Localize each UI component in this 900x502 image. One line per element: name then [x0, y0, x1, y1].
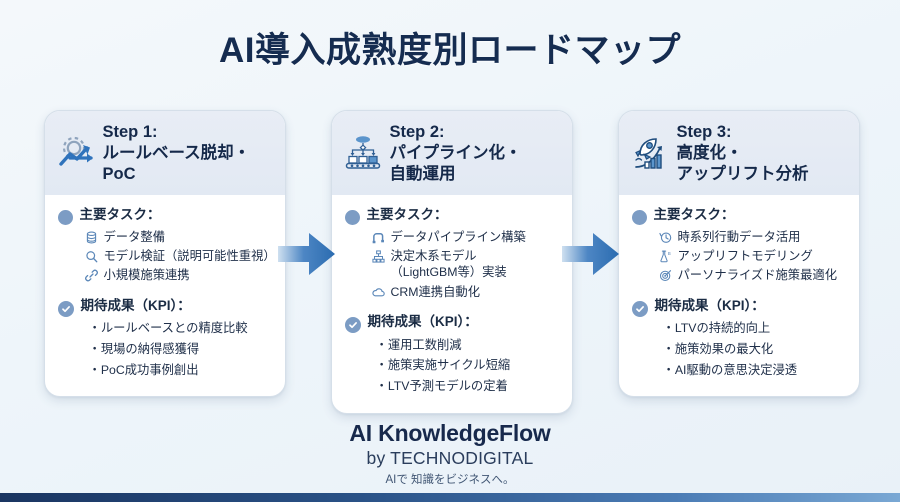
circle-bullet-icon	[57, 209, 73, 225]
ab-test-flask-icon: B	[658, 249, 673, 264]
step-card-3: Step 3: 高度化・ アップリフト分析 主要タスク： 時系列行動データ活用	[617, 110, 860, 398]
flow-arrow-2-icon	[562, 231, 620, 277]
step-number: Step 2:	[389, 123, 445, 141]
database-icon	[84, 230, 99, 245]
task-label: 時系列行動データ活用	[677, 229, 801, 244]
footer: AI KnowledgeFlow by TECHNODIGITAL AIで 知識…	[0, 420, 900, 489]
kpi-section: 期待成果（KPI）： ルールベースとの精度比較 現場の納得感獲得 PoC成功事例…	[57, 298, 274, 380]
clock-history-icon	[658, 230, 673, 245]
task-label: 小規模施策連携	[103, 268, 190, 283]
tasks-heading: 主要タスク：	[366, 206, 448, 222]
kpi-item: LTV予測モデルの定着	[376, 376, 561, 397]
step-card-2-header: Step 2: パイプライン化・ 自動運用	[331, 111, 572, 195]
check-circle-icon	[631, 301, 648, 318]
step-subtitle-line2: 自動運用	[389, 164, 456, 183]
check-circle-icon	[344, 317, 361, 334]
task-label: データパイプライン構築	[390, 229, 526, 244]
step-card-3-header: Step 3: 高度化・ アップリフト分析	[618, 111, 859, 195]
task-item: データパイプライン構築	[367, 227, 561, 246]
task-list: データ整備 モデル検証（説明可能性重視） 小規模施策	[80, 227, 276, 285]
kpi-list: ルールベースとの精度比較 現場の納得感獲得 PoC成功事例創出	[81, 318, 274, 380]
task-item: 時系列行動データ活用	[654, 227, 848, 246]
step-card-2-title: Step 2: パイプライン化・ 自動運用	[390, 122, 522, 185]
svg-text:B: B	[667, 251, 670, 256]
pipeline-conveyor-icon	[343, 132, 383, 174]
task-label: 決定木系モデル （LightGBM等）実装	[390, 248, 507, 280]
target-icon	[658, 268, 673, 283]
kpi-heading: 期待成果（KPI）：	[80, 298, 191, 314]
kpi-item: 施策実施サイクル短縮	[376, 355, 561, 376]
kpi-item: LTVの持続的向上	[663, 318, 848, 339]
step-card-1-header: Step 1: ルールベース脱却・ PoC	[44, 111, 285, 195]
tasks-section: 主要タスク： 時系列行動データ活用 B アップリフトモデリ	[631, 206, 848, 285]
roadmap-cards: Step 1: ルールベース脱却・ PoC 主要タスク： データ整備	[0, 110, 900, 414]
step-card-2-body: 主要タスク： データパイプライン構築	[332, 195, 572, 413]
cloud-icon	[371, 285, 386, 300]
kpi-heading: 期待成果（KPI）：	[367, 314, 478, 330]
kpi-item: 施策効果の最大化	[663, 339, 848, 360]
rocket-growth-icon	[630, 132, 670, 174]
kpi-list: LTVの持続的向上 施策効果の最大化 AI駆動の意思決定浸透	[655, 318, 848, 380]
step-card-3-title: Step 3: 高度化・ アップリフト分析	[677, 122, 809, 185]
circle-bullet-icon	[631, 209, 647, 225]
step-subtitle-line2: PoC	[102, 164, 136, 183]
step-card-3-body: 主要タスク： 時系列行動データ活用 B アップリフトモデリ	[619, 195, 859, 397]
tasks-heading: 主要タスク：	[653, 206, 735, 222]
tasks-section: 主要タスク： データパイプライン構築	[344, 206, 561, 302]
step-number: Step 3:	[676, 123, 732, 141]
task-item: B アップリフトモデリング	[654, 246, 848, 265]
tree-hierarchy-icon	[371, 249, 386, 264]
magnifier-icon	[84, 249, 99, 264]
link-icon	[84, 268, 99, 283]
step-subtitle-line1: パイプライン化・	[389, 143, 522, 162]
kpi-item: 現場の納得感獲得	[89, 339, 274, 360]
kpi-item: ルールベースとの精度比較	[89, 318, 274, 339]
task-label: アップリフトモデリング	[677, 248, 813, 263]
footer-tagline: AIで 知識をビジネスへ。	[385, 473, 515, 486]
kpi-item: PoC成功事例創出	[89, 360, 274, 381]
kpi-item: 運用工数削減	[376, 335, 561, 356]
task-label: パーソナライズド施策最適化	[677, 268, 838, 283]
step-subtitle-line1: 高度化・	[676, 143, 743, 162]
circle-bullet-icon	[344, 209, 360, 225]
task-item: 小規模施策連携	[80, 266, 274, 285]
step-subtitle-line2: アップリフト分析	[676, 164, 809, 183]
kpi-item: AI駆動の意思決定浸透	[663, 360, 848, 381]
step-number: Step 1:	[102, 123, 158, 141]
task-item: パーソナライズド施策最適化	[654, 266, 848, 285]
step-card-1: Step 1: ルールベース脱却・ PoC 主要タスク： データ整備	[43, 110, 286, 398]
flow-arrow-1-icon	[278, 231, 336, 277]
kpi-section: 期待成果（KPI）： LTVの持続的向上 施策効果の最大化 AI駆動の意思決定浸…	[631, 298, 848, 380]
task-label: モデル検証（説明可能性重視）	[103, 248, 276, 263]
step-card-2: Step 2: パイプライン化・ 自動運用 主要タスク： データパイプライン構築	[330, 110, 573, 414]
kpi-section: 期待成果（KPI）： 運用工数削減 施策実施サイクル短縮 LTV予測モデルの定着	[344, 314, 561, 397]
gear-arrow-icon	[56, 132, 96, 174]
footer-brand: AI KnowledgeFlow	[349, 419, 551, 446]
kpi-list: 運用工数削減 施策実施サイクル短縮 LTV予測モデルの定着	[368, 335, 561, 397]
pipe-icon	[371, 230, 386, 245]
kpi-heading: 期待成果（KPI）：	[654, 298, 765, 314]
task-item: 決定木系モデル （LightGBM等）実装	[367, 246, 561, 282]
page-title: AI導入成熟度別ロードマップ	[218, 31, 681, 70]
footer-by: by TECHNODIGITAL	[366, 448, 534, 469]
task-item: データ整備	[80, 227, 274, 246]
task-list: 時系列行動データ活用 B アップリフトモデリング パー	[654, 227, 848, 285]
step-card-1-title: Step 1: ルールベース脱却・ PoC	[103, 122, 251, 185]
bottom-accent-bar	[0, 493, 900, 502]
task-item: CRM連携自動化	[367, 282, 561, 301]
task-label: CRM連携自動化	[390, 284, 481, 299]
tasks-heading: 主要タスク：	[79, 206, 161, 222]
tasks-section: 主要タスク： データ整備 モデル検証（説明可能性重視）	[57, 206, 276, 285]
step-card-1-body: 主要タスク： データ整備 モデル検証（説明可能性重視）	[45, 195, 285, 397]
task-label: データ整備	[103, 229, 166, 244]
task-item: モデル検証（説明可能性重視）	[80, 246, 276, 265]
task-list: データパイプライン構築 決定木系モデル （LightGBM等）実装	[367, 227, 561, 301]
check-circle-icon	[57, 301, 74, 318]
step-subtitle-line1: ルールベース脱却・	[102, 143, 251, 162]
